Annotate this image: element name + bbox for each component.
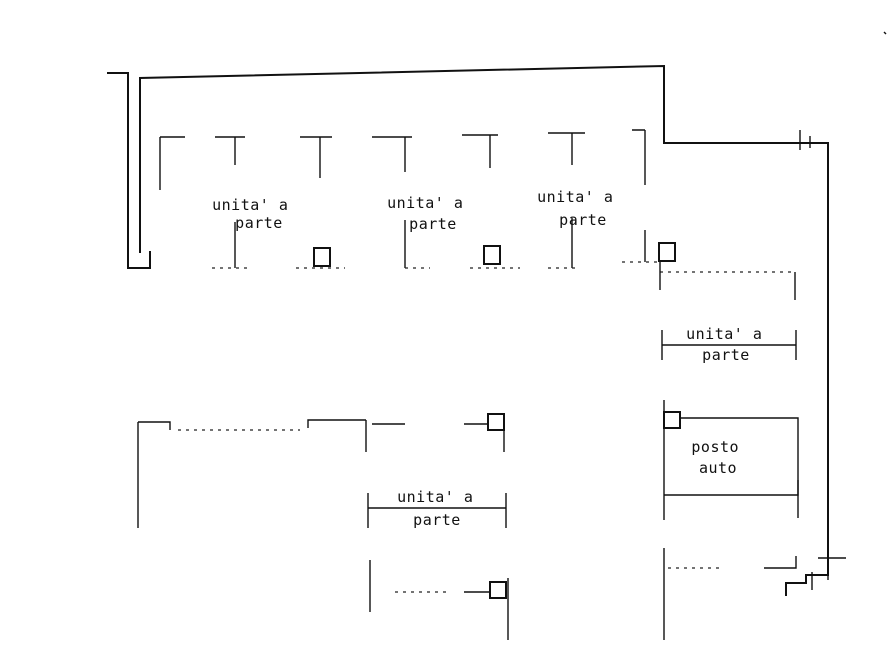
lower-block (137, 419, 509, 640)
unit-1-line2: parte (235, 214, 283, 232)
unit-2-label: unita' a parte (387, 194, 473, 233)
pillar-1 (313, 247, 331, 267)
pillar-3 (658, 242, 676, 262)
unit-4-line2: parte (702, 346, 750, 364)
pillar-5 (489, 581, 507, 599)
room-labels: unita' a parte unita' a parte unita' a p… (212, 188, 772, 529)
unit-1-label: unita' a parte (212, 196, 298, 232)
parking-line2: auto (699, 459, 737, 477)
pillars (313, 242, 681, 599)
unit-2-line2: parte (409, 215, 457, 233)
unit-4-label: unita' a parte (686, 325, 772, 364)
parking-label: posto auto (691, 438, 748, 477)
parking-line1: posto (691, 438, 739, 456)
unit-5-line1: unita' a (397, 488, 473, 506)
right-block (659, 262, 799, 640)
upper-partitions (159, 129, 660, 269)
unit-3-line1: unita' a (537, 188, 613, 206)
pillar-6 (663, 411, 681, 429)
unit-4-line1: unita' a (686, 325, 762, 343)
unit-1-line1: unita' a (212, 196, 288, 214)
pillar-2 (483, 245, 501, 265)
unit-2-line1: unita' a (387, 194, 463, 212)
unit-3-label: unita' a parte (537, 188, 623, 229)
unit-5-label: unita' a parte (397, 488, 483, 529)
unit-3-line2: parte (559, 211, 607, 229)
corner-mark (883, 31, 887, 35)
unit-5-line2: parte (413, 511, 461, 529)
outer-walls (107, 64, 846, 596)
pillar-4 (487, 413, 505, 431)
